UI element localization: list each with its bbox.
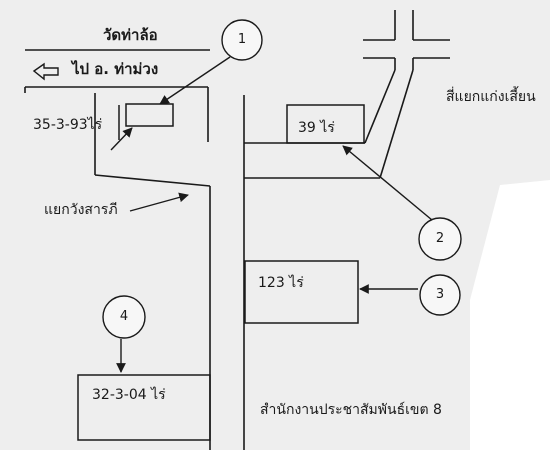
paper-patch xyxy=(470,180,550,450)
marker-2-number: 2 xyxy=(435,231,445,246)
road-diagonal-1 xyxy=(364,69,396,144)
marker-4-circle xyxy=(102,295,146,339)
pointer-1 xyxy=(159,56,231,105)
plot-1-area: 35-3-93ไร่ xyxy=(33,117,103,133)
marker-3-number: 3 xyxy=(435,287,445,302)
to-district-label: ไป อ. ท่าม่วง xyxy=(72,60,159,78)
plot-4-area: 32-3-04 ไร่ xyxy=(92,387,166,403)
plot-2-box xyxy=(286,104,365,144)
pointer-1b xyxy=(110,127,133,151)
plot-2-area: 39 ไร่ xyxy=(298,120,335,136)
plot-3-area: 123 ไร่ xyxy=(258,275,304,291)
pointers xyxy=(110,56,433,373)
four-way-label: สี่แยกแก่งเสี้ยน xyxy=(446,89,536,105)
plot-4-box xyxy=(77,374,211,441)
temple-label: วัดท่าล้อ xyxy=(103,26,158,44)
road-diagonal-2 xyxy=(379,69,414,179)
plots xyxy=(77,103,365,441)
road-left-slope xyxy=(94,174,211,187)
left-arrow-icon xyxy=(32,62,59,81)
marker-1-circle xyxy=(221,19,263,61)
marker-4-number: 4 xyxy=(119,309,129,324)
markers xyxy=(102,19,462,339)
plot-3-box xyxy=(244,260,359,324)
marker-3-circle xyxy=(419,274,461,316)
pointer-junction xyxy=(129,192,189,212)
marker-2-circle xyxy=(418,217,462,261)
junction-label: แยกวังสารภี xyxy=(44,202,118,218)
marker-1-number: 1 xyxy=(237,32,247,47)
office-label: สำนักงานประชาสัมพันธ์เขต 8 xyxy=(260,402,442,418)
pointer-2 xyxy=(342,145,433,221)
plot-1-box xyxy=(125,103,174,127)
